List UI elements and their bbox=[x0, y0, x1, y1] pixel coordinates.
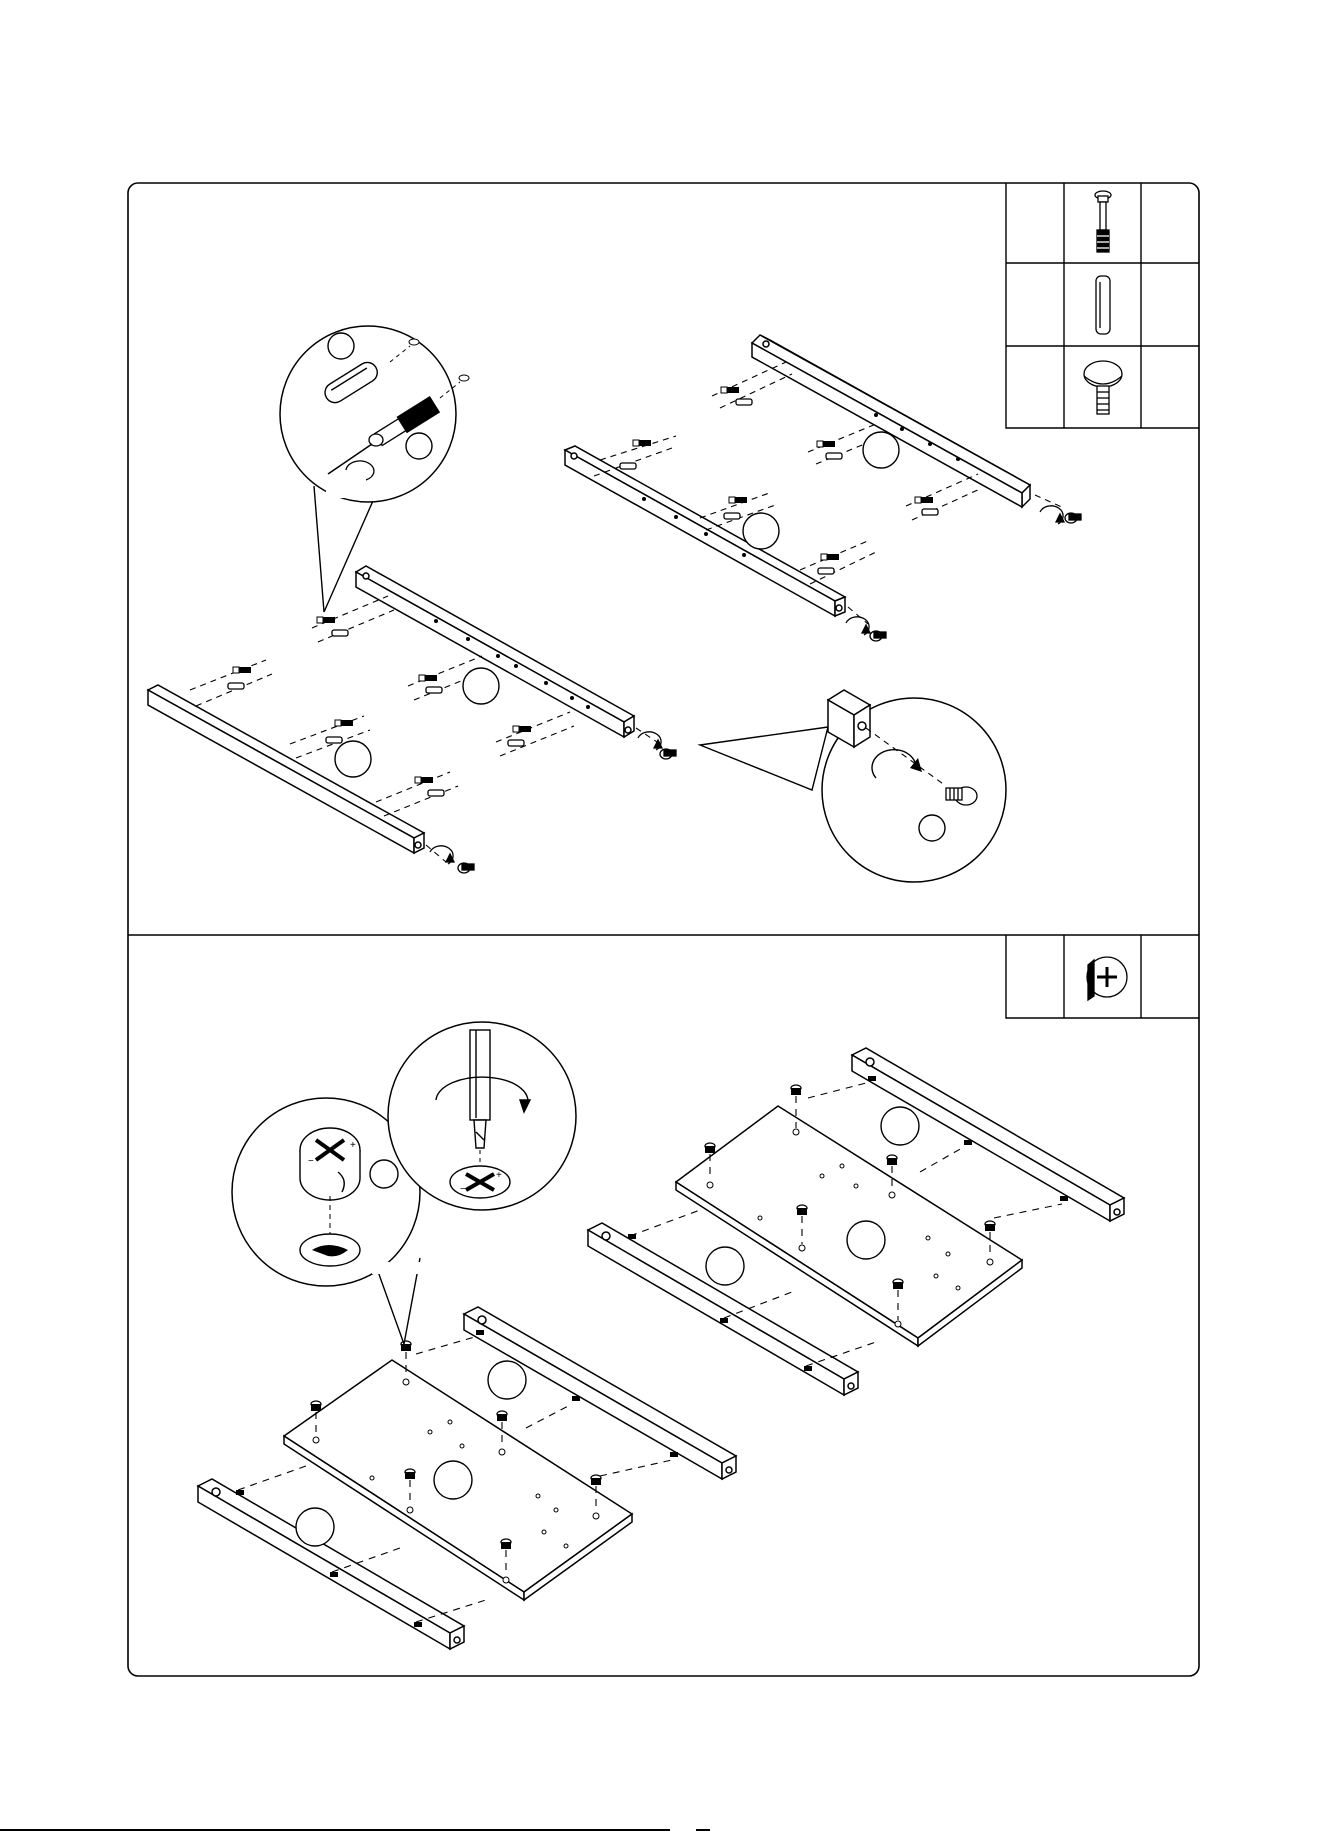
step1-left-dashed-lines bbox=[190, 596, 660, 862]
step1-right-part-circles bbox=[743, 432, 899, 549]
cam-lock-icon bbox=[1087, 957, 1127, 1000]
rail-back-right-long bbox=[752, 335, 1030, 507]
rail-front-left-long bbox=[148, 685, 424, 853]
connector-bolt-icon bbox=[1095, 191, 1111, 252]
step1-left-part-circles bbox=[335, 668, 499, 777]
step1-left-end-bolts bbox=[430, 732, 676, 873]
rail-back-left-long bbox=[356, 566, 634, 737]
screwdriver-tighten-detail: + − bbox=[388, 1022, 576, 1210]
rail-end-bolt-detail bbox=[700, 690, 1006, 882]
step1-right-end-bolts bbox=[846, 506, 1081, 641]
svg-text:+: + bbox=[350, 1140, 356, 1151]
step1-right-dashed-lines bbox=[594, 362, 1064, 624]
svg-text:−: − bbox=[460, 1184, 466, 1195]
short-bolt-icon bbox=[1084, 361, 1122, 414]
svg-text:−: − bbox=[308, 1156, 314, 1167]
wooden-dowel-icon bbox=[1096, 276, 1110, 334]
dowel-and-bolt-detail bbox=[280, 326, 469, 612]
svg-text:+: + bbox=[496, 1170, 502, 1181]
